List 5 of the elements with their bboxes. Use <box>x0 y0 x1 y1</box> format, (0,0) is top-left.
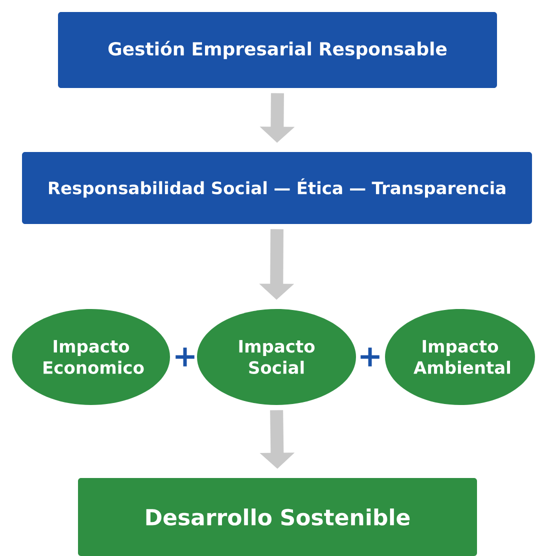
process-box: Desarrollo Sostenible <box>78 478 477 556</box>
plus-sign: + <box>176 348 194 366</box>
process-box: Responsabilidad Social — Ética — Transparencia <box>22 152 532 224</box>
plus-sign: + <box>360 348 380 366</box>
process-box: Gestión Empresarial Responsable <box>58 12 497 88</box>
